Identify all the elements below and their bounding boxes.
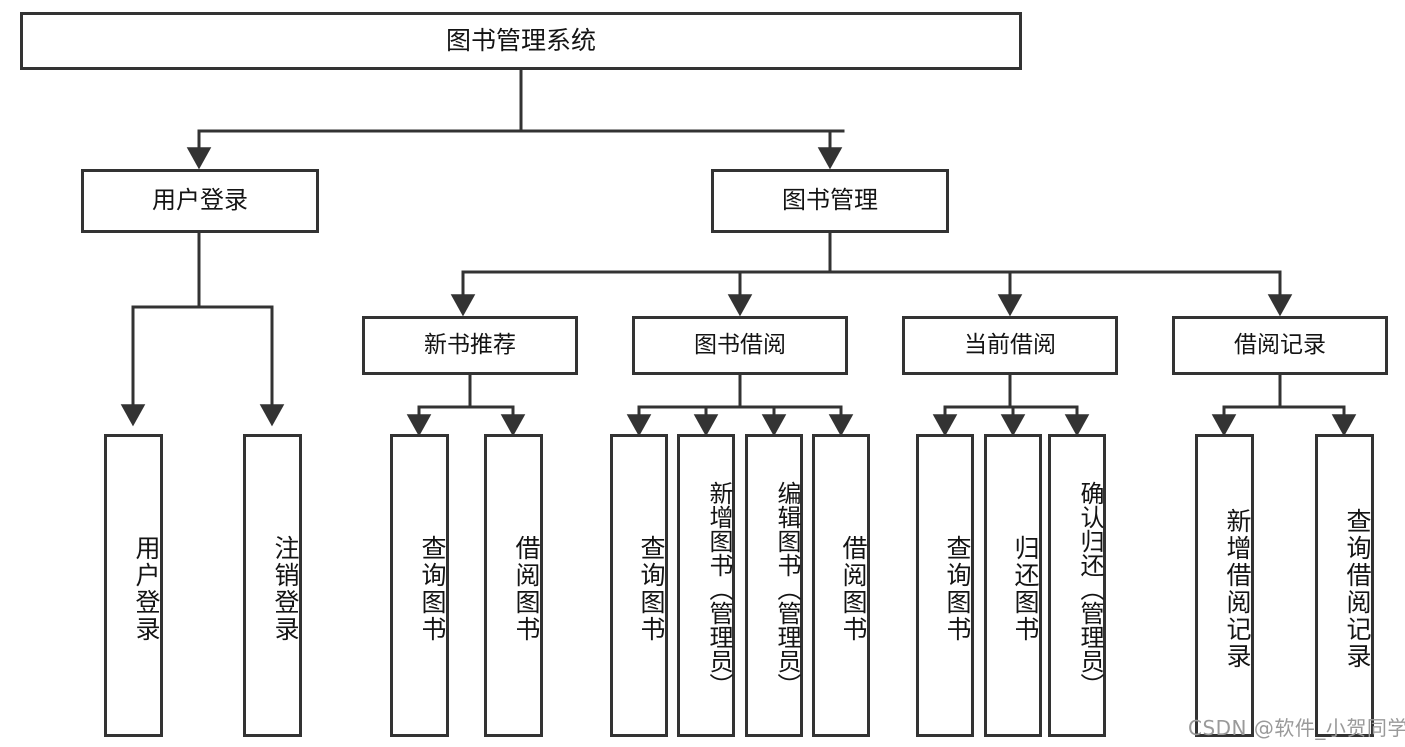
node-leaf-user-logout[interactable]: 注销登录 — [243, 434, 302, 737]
node-borrow-record-label: 借阅记录 — [1234, 332, 1326, 359]
node-leaf-add-record[interactable]: 新增借阅记录 — [1195, 434, 1254, 737]
node-book-borrow[interactable]: 图书借阅 — [632, 316, 848, 375]
node-leaf-query-record-label: 查询借阅记录 — [1343, 507, 1372, 670]
node-leaf-user-logout-label: 注销登录 — [271, 534, 300, 643]
node-leaf-query-record[interactable]: 查询借阅记录 — [1315, 434, 1374, 737]
node-leaf-borrow-book-2-label: 借阅图书 — [839, 534, 868, 643]
node-leaf-return-book[interactable]: 归还图书 — [984, 434, 1042, 737]
node-leaf-confirm-return[interactable]: 确认归还（管理员） — [1048, 434, 1106, 737]
node-new-book-rec[interactable]: 新书推荐 — [362, 316, 578, 375]
node-book-manage-label: 图书管理 — [782, 186, 878, 215]
node-leaf-borrow-book-2[interactable]: 借阅图书 — [812, 434, 870, 737]
node-root[interactable]: 图书管理系统 — [20, 12, 1022, 70]
node-leaf-query-book-1[interactable]: 查询图书 — [390, 434, 449, 737]
node-current-borrow-label: 当前借阅 — [964, 332, 1056, 359]
node-leaf-add-book-label: 新增图书（管理员） — [705, 480, 733, 697]
node-leaf-query-book-3-label: 查询图书 — [943, 534, 972, 643]
node-root-label: 图书管理系统 — [445, 25, 596, 55]
node-borrow-record[interactable]: 借阅记录 — [1172, 316, 1388, 375]
node-leaf-add-record-label: 新增借阅记录 — [1223, 507, 1252, 670]
node-leaf-query-book-3[interactable]: 查询图书 — [916, 434, 974, 737]
node-leaf-return-book-label: 归还图书 — [1011, 534, 1040, 643]
node-user-login-label: 用户登录 — [152, 186, 248, 215]
node-leaf-query-book-1-label: 查询图书 — [418, 534, 447, 643]
node-leaf-edit-book-label: 编辑图书（管理员） — [773, 480, 801, 697]
node-current-borrow[interactable]: 当前借阅 — [902, 316, 1118, 375]
node-leaf-add-book[interactable]: 新增图书（管理员） — [677, 434, 735, 737]
node-new-book-rec-label: 新书推荐 — [424, 332, 516, 359]
node-leaf-query-book-2-label: 查询图书 — [637, 534, 666, 643]
node-leaf-borrow-book-1-label: 借阅图书 — [512, 534, 541, 643]
node-user-login[interactable]: 用户登录 — [81, 169, 319, 233]
node-book-borrow-label: 图书借阅 — [694, 332, 786, 359]
node-book-manage[interactable]: 图书管理 — [711, 169, 949, 233]
node-leaf-confirm-return-label: 确认归还（管理员） — [1076, 480, 1104, 697]
node-leaf-query-book-2[interactable]: 查询图书 — [610, 434, 668, 737]
watermark: CSDN @软件_小贺同学 — [1188, 716, 1405, 740]
node-leaf-borrow-book-1[interactable]: 借阅图书 — [484, 434, 543, 737]
node-leaf-edit-book[interactable]: 编辑图书（管理员） — [745, 434, 803, 737]
node-leaf-user-login-label: 用户登录 — [132, 534, 161, 643]
node-leaf-user-login[interactable]: 用户登录 — [104, 434, 163, 737]
